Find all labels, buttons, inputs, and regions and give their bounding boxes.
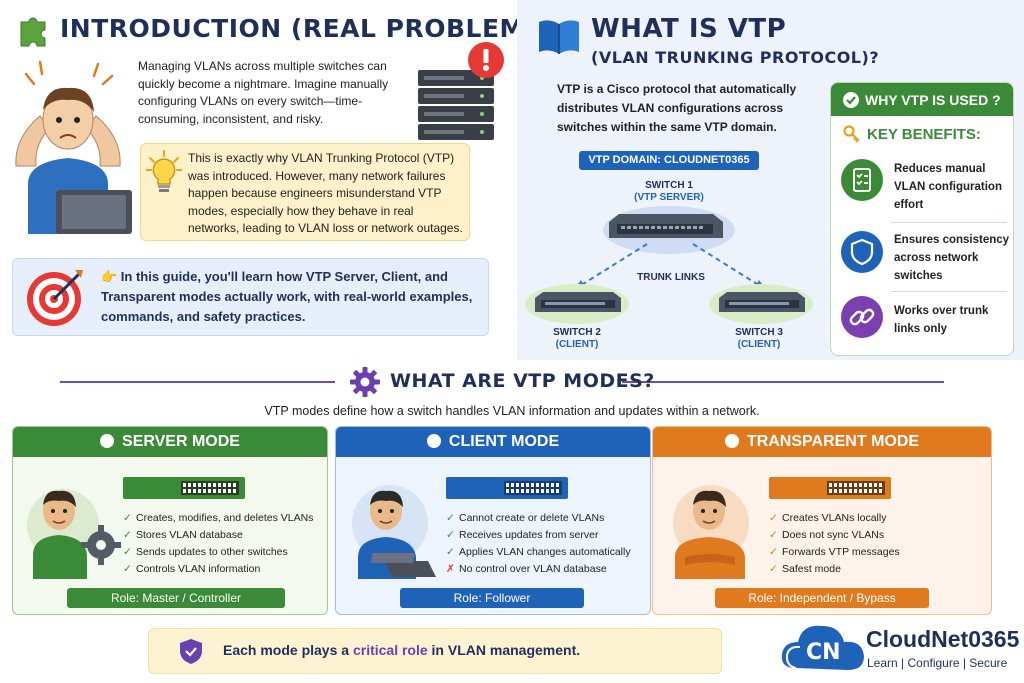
switch3-role: (CLIENT) bbox=[737, 339, 781, 350]
brand-logo: CN bbox=[778, 618, 868, 676]
gear-icon bbox=[350, 367, 380, 397]
client-mode-header: CLIENT MODE bbox=[336, 427, 650, 457]
guide-text: 👉 In this guide, you'll learn how VTP Se… bbox=[101, 269, 473, 324]
benefit-divider bbox=[891, 291, 1007, 292]
lightbulb-icon bbox=[146, 150, 182, 192]
client-user-illustration bbox=[352, 485, 436, 579]
trunk-links-label: TRUNK LINKS bbox=[637, 272, 705, 283]
what-is-subtitle: (VLAN TRUNKING PROTOCOL)? bbox=[591, 48, 880, 67]
benefit-text-1: Reduces manual VLAN configuration effort bbox=[894, 163, 1002, 211]
what-is-vtp-section: WHAT IS VTP (VLAN TRUNKING PROTOCOL)? VT… bbox=[517, 0, 1024, 360]
list-item: ✓Stores VLAN database bbox=[123, 529, 243, 541]
client-mode-card: CLIENT MODE ✓Cannot create or delete VLA… bbox=[335, 426, 651, 615]
client-switch-device bbox=[446, 477, 568, 499]
list-item: ✓Cannot create or delete VLANs bbox=[446, 512, 605, 524]
list-item: ✗No control over VLAN database bbox=[446, 563, 607, 575]
circle-bullet-icon bbox=[426, 434, 441, 448]
highlight-text: This is exactly why VLAN Trunking Protoc… bbox=[188, 151, 463, 235]
checklist-icon bbox=[841, 159, 883, 201]
list-item: ✓Sends updates to other switches bbox=[123, 546, 288, 558]
vtp-domain-badge: VTP DOMAIN: CLOUDNET0365 bbox=[579, 151, 759, 170]
switch3-device bbox=[719, 292, 805, 312]
server-admin-illustration bbox=[27, 489, 121, 579]
list-item: ✓Safest mode bbox=[769, 563, 841, 575]
shield-check-icon bbox=[180, 639, 202, 664]
transparent-role-badge: Role: Independent / Bypass bbox=[715, 588, 929, 608]
client-role-badge: Role: Follower bbox=[400, 588, 584, 608]
switch2-device bbox=[535, 292, 621, 312]
list-item: ✓Creates, modifies, and deletes VLANs bbox=[123, 512, 314, 524]
transparent-switch-device bbox=[769, 477, 891, 499]
server-role-badge: Role: Master / Controller bbox=[67, 588, 285, 608]
server-mode-header: SERVER MODE bbox=[13, 427, 327, 457]
why-vtp-card: WHY VTP IS USED ? KEY BENEFITS: Reduces … bbox=[830, 82, 1014, 356]
brand-tagline: Learn | Configure | Secure bbox=[867, 656, 1008, 670]
target-icon bbox=[27, 270, 83, 326]
puzzle-icon bbox=[20, 17, 46, 47]
summary-banner: Each mode plays a critical role in VLAN … bbox=[148, 628, 722, 674]
brand-name: CloudNet0365 bbox=[866, 626, 1020, 652]
server-mode-title: SERVER MODE bbox=[122, 433, 240, 450]
list-item: ✓Applies VLAN changes automatically bbox=[446, 546, 631, 558]
switch2-role: (CLIENT) bbox=[555, 339, 599, 350]
client-mode-list: ✓Cannot create or delete VLANs ✓Receives… bbox=[446, 510, 631, 578]
switch1-label: SWITCH 1 bbox=[645, 180, 693, 191]
summary-highlight: critical role bbox=[352, 642, 428, 658]
why-vtp-header: WHY VTP IS USED ? bbox=[831, 83, 1013, 116]
server-mode-list: ✓Creates, modifies, and deletes VLANs ✓S… bbox=[123, 510, 313, 578]
transparent-user-illustration bbox=[673, 485, 749, 579]
transparent-mode-title: TRANSPARENT MODE bbox=[746, 433, 920, 450]
highlight-box: This is exactly why VLAN Trunking Protoc… bbox=[140, 143, 470, 241]
server-switch-device bbox=[123, 477, 245, 499]
benefit-text-2: Ensures consistency across network switc… bbox=[894, 234, 1010, 282]
section-divider-left bbox=[60, 381, 335, 383]
benefit-text-3: Works over trunk links only bbox=[894, 305, 989, 335]
key-benefits-title: KEY BENEFITS: bbox=[867, 126, 981, 143]
switch2-label: SWITCH 2 bbox=[553, 327, 601, 338]
book-icon bbox=[539, 20, 579, 54]
switch1-role: (VTP SERVER) bbox=[634, 192, 704, 203]
summary-text: Each mode plays a critical role in VLAN … bbox=[223, 642, 581, 658]
list-item: ✓Controls VLAN information bbox=[123, 563, 261, 575]
modes-description: VTP modes define how a switch handles VL… bbox=[264, 404, 760, 418]
client-mode-title: CLIENT MODE bbox=[448, 433, 560, 450]
key-icon bbox=[843, 125, 860, 143]
circle-bullet-icon bbox=[100, 434, 115, 448]
link-icon bbox=[841, 296, 883, 338]
transparent-mode-list: ✓Creates VLANs locally ✓Does not sync VL… bbox=[769, 510, 900, 578]
what-is-description: VTP is a Cisco protocol that automatical… bbox=[557, 82, 797, 134]
transparent-mode-card: TRANSPARENT MODE ✓Creates VLANs locally … bbox=[652, 426, 992, 615]
transparent-mode-header: TRANSPARENT MODE bbox=[653, 427, 991, 457]
guide-box: 👉 In this guide, you'll learn how VTP Se… bbox=[12, 258, 489, 336]
intro-title: INTRODUCTION (REAL PROBLEM) bbox=[60, 14, 537, 43]
vtp-network-diagram bbox=[525, 206, 813, 324]
cloud-logo-icon bbox=[781, 625, 864, 670]
shield-icon bbox=[841, 231, 883, 273]
list-item: ✓Does not sync VLANs bbox=[769, 529, 885, 541]
switch1-device bbox=[609, 214, 723, 238]
why-vtp-title: WHY VTP IS USED ? bbox=[865, 92, 1001, 108]
benefit-divider bbox=[891, 222, 1007, 223]
section-divider-right bbox=[622, 381, 944, 383]
intro-paragraph: Managing VLANs across multiple switches … bbox=[138, 59, 389, 126]
server-mode-card: SERVER MODE ✓Creates, modifies, and dele… bbox=[12, 426, 328, 615]
list-item: ✓Receives updates from server bbox=[446, 529, 599, 541]
circle-bullet-icon bbox=[724, 434, 739, 448]
stressed-person-illustration bbox=[15, 60, 132, 234]
modes-title: WHAT ARE VTP MODES? bbox=[390, 370, 655, 392]
check-circle-icon bbox=[843, 92, 859, 108]
list-item: ✓Forwards VTP messages bbox=[769, 546, 900, 558]
server-stack-warning-illustration bbox=[418, 42, 504, 140]
what-is-title: WHAT IS VTP bbox=[591, 14, 787, 44]
list-item: ✓Creates VLANs locally bbox=[769, 512, 887, 524]
intro-section: INTRODUCTION (REAL PROBLEM) Managing VLA… bbox=[0, 0, 536, 345]
logo-mark: CN bbox=[806, 640, 841, 665]
switch3-label: SWITCH 3 bbox=[735, 327, 783, 338]
